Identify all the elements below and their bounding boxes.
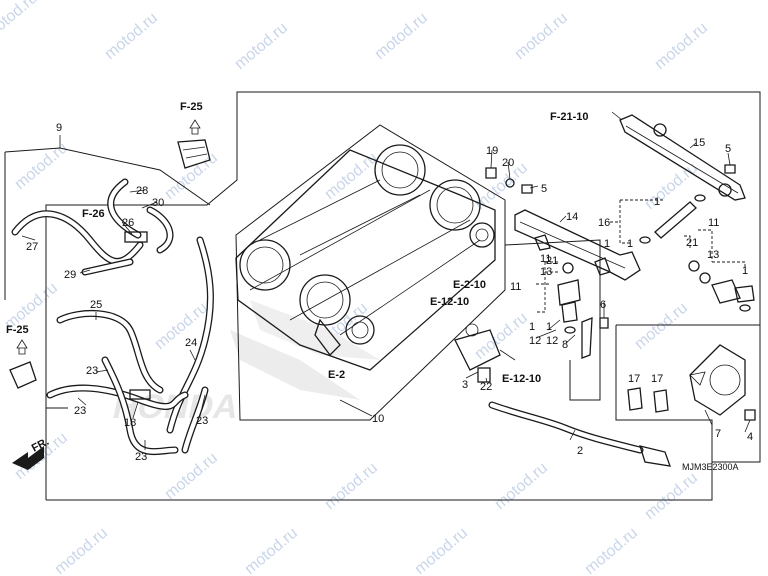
part-label: 7 — [715, 428, 721, 440]
breather-hose-group — [46, 236, 214, 456]
part-label: 1 — [604, 238, 610, 250]
part-label: 9 — [56, 122, 62, 134]
vacuum-hose-inset — [11, 178, 174, 276]
watermark: motod.ru — [162, 149, 221, 203]
part-label: 11 — [540, 253, 551, 265]
part-label: 15 — [693, 137, 705, 149]
part-label: 23 — [74, 405, 86, 417]
part-label: 29 — [64, 269, 76, 281]
connector-top — [177, 119, 211, 169]
part-label: 13 — [707, 249, 719, 261]
hose-joint — [124, 231, 148, 243]
part-label: 3 — [462, 379, 468, 391]
ref-f21-10: F-21-10 — [550, 111, 589, 123]
watermark: motod.ru — [232, 19, 291, 73]
watermark: motod.ru — [0, 0, 41, 43]
part-label: 23 — [135, 451, 147, 463]
part-label: 23 — [86, 365, 98, 377]
part-label: 1 — [654, 196, 660, 208]
joint-pipe — [639, 194, 706, 244]
part-label: 17 — [628, 373, 640, 385]
part-number-labels: 1 1 1 1 1 1 2 3 4 5 5 6 7 8 9 10 11 11 1… — [26, 122, 753, 463]
fuel-rail — [514, 209, 641, 281]
part-label: 11 — [708, 217, 719, 229]
part-label: 17 — [651, 373, 663, 385]
watermark: motod.ru — [242, 524, 301, 576]
fuel-feed-hose — [488, 401, 671, 467]
watermark: motod.ru — [632, 299, 691, 353]
connector-left — [9, 339, 37, 389]
part-label: 1 — [742, 265, 748, 277]
watermark: motod.ru — [12, 139, 71, 193]
part-label: 8 — [562, 339, 568, 351]
clip-17b — [653, 389, 669, 413]
reference-labels: F-25 F-25 F-26 F-21-10 E-2-10 E-12-10 E-… — [6, 101, 589, 385]
part-label: 1 — [546, 321, 552, 333]
hose-joint — [129, 389, 151, 400]
ref-e2: E-2 — [328, 369, 345, 381]
ref-f25-left: F-25 — [6, 324, 29, 336]
watermark: motod.ru — [472, 309, 531, 363]
watermark: motod.ru — [642, 469, 701, 523]
injector-left — [557, 262, 581, 334]
part-label: 4 — [747, 431, 753, 443]
part-label: 16 — [598, 217, 610, 229]
watermark: motod.ru — [582, 524, 641, 576]
leader-lines — [21, 111, 751, 450]
part-label: 25 — [90, 299, 102, 311]
watermark: motod.ru — [322, 459, 381, 513]
part-label: 12 — [529, 335, 541, 347]
watermark: motod.ru — [162, 449, 221, 503]
part-label: 5 — [541, 183, 547, 195]
part-label: 18 — [124, 417, 136, 429]
ref-e12-10-a: E-12-10 — [430, 296, 469, 308]
clip-17a — [627, 387, 643, 411]
part-label: 14 — [566, 211, 578, 223]
ref-f25-top: F-25 — [180, 101, 203, 113]
watermark: motod.ru — [642, 159, 701, 213]
bolts — [485, 164, 756, 421]
watermark: motod.ru — [52, 524, 111, 576]
part-label: 26 — [122, 217, 134, 229]
part-label: 1 — [627, 238, 633, 250]
ref-e2-10: E-2-10 — [453, 279, 486, 291]
diagram-frame — [4, 91, 761, 501]
part-label: 10 — [372, 413, 384, 425]
part-label: 20 — [502, 157, 514, 169]
watermark: motod.ru — [322, 149, 381, 203]
part-label: 21 — [546, 255, 558, 267]
part-label: 30 — [152, 197, 164, 209]
part-label: 27 — [26, 241, 38, 253]
part-label: 22 — [480, 381, 492, 393]
part-label: 28 — [136, 185, 148, 197]
part-label: 23 — [196, 415, 208, 427]
throttle-body — [235, 144, 496, 371]
part-label: 6 — [600, 299, 606, 311]
part-label: 21 — [686, 237, 698, 249]
map-sensor — [454, 323, 516, 383]
part-label: 11 — [510, 281, 521, 293]
part-label: 2 — [577, 445, 583, 457]
injector-cover — [689, 344, 746, 416]
watermark: motod.ru — [652, 19, 711, 73]
part-label: 12 — [546, 335, 558, 347]
ref-f26: F-26 — [82, 208, 105, 220]
upper-fuel-rail — [619, 114, 746, 201]
watermark: motod.ru — [412, 524, 471, 576]
injector-right — [688, 260, 755, 312]
ref-e12-10-b: E-12-10 — [502, 373, 541, 385]
watermark: motod.ru — [372, 9, 431, 63]
part-label: 1 — [529, 321, 535, 333]
part-label: 19 — [486, 145, 498, 157]
part-label: 13 — [540, 266, 552, 278]
watermark-layer: motod.ru motod.ru motod.ru motod.ru moto… — [0, 0, 711, 576]
watermark: motod.ru — [102, 9, 161, 63]
watermark: motod.ru — [492, 459, 551, 513]
watermark: motod.ru — [512, 9, 571, 63]
part-label: 24 — [185, 337, 197, 349]
diagram-code: MJM3E2300A — [682, 462, 739, 472]
part-label: 5 — [725, 143, 731, 155]
